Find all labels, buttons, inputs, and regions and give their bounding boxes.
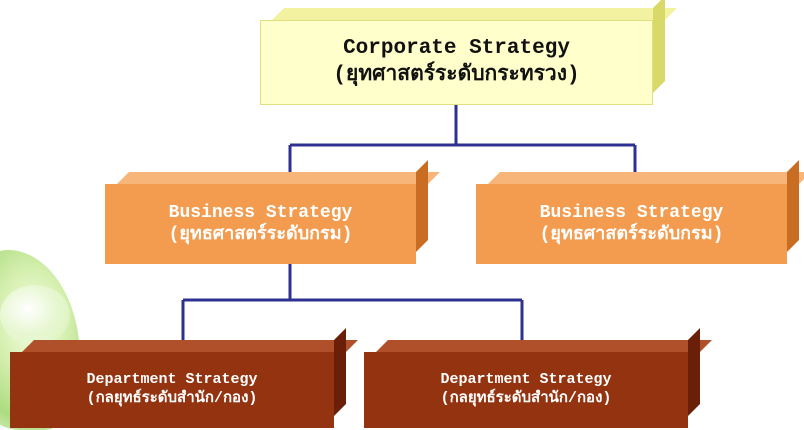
department-subtitle: (กลยุทธ์ระดับสำนัก/กอง) <box>440 390 612 407</box>
department-title: Department Strategy <box>86 371 258 389</box>
business-subtitle: (ยุทธศาสตร์ระดับกรม) <box>168 225 353 245</box>
corporate-strategy-box: Corporate Strategy (ยุทศาสตร์ระดับกระทรว… <box>260 0 677 105</box>
department-strategy-box-2: Department Strategy (กลยุทธ์ระดับสำนัก/ก… <box>364 328 712 428</box>
corporate-title: Corporate Strategy <box>343 37 570 61</box>
department-subtitle: (กลยุทธ์ระดับสำนัก/กอง) <box>86 390 258 407</box>
business-title: Business Strategy <box>168 202 353 223</box>
decorative-highlight <box>0 285 70 345</box>
business-strategy-box-2: Business Strategy (ยุทธศาสตร์ระดับกรม) <box>476 160 804 264</box>
business-strategy-box-1: Business Strategy (ยุทธศาสตร์ระดับกรม) <box>105 160 440 264</box>
department-strategy-box-1: Department Strategy (กลยุทธ์ระดับสำนัก/ก… <box>10 328 358 428</box>
department-title: Department Strategy <box>440 371 612 389</box>
corporate-subtitle: (ยุทศาสตร์ระดับกระทรวง) <box>333 63 580 87</box>
business-subtitle: (ยุทธศาสตร์ระดับกรม) <box>539 225 724 245</box>
business-title: Business Strategy <box>539 202 724 223</box>
